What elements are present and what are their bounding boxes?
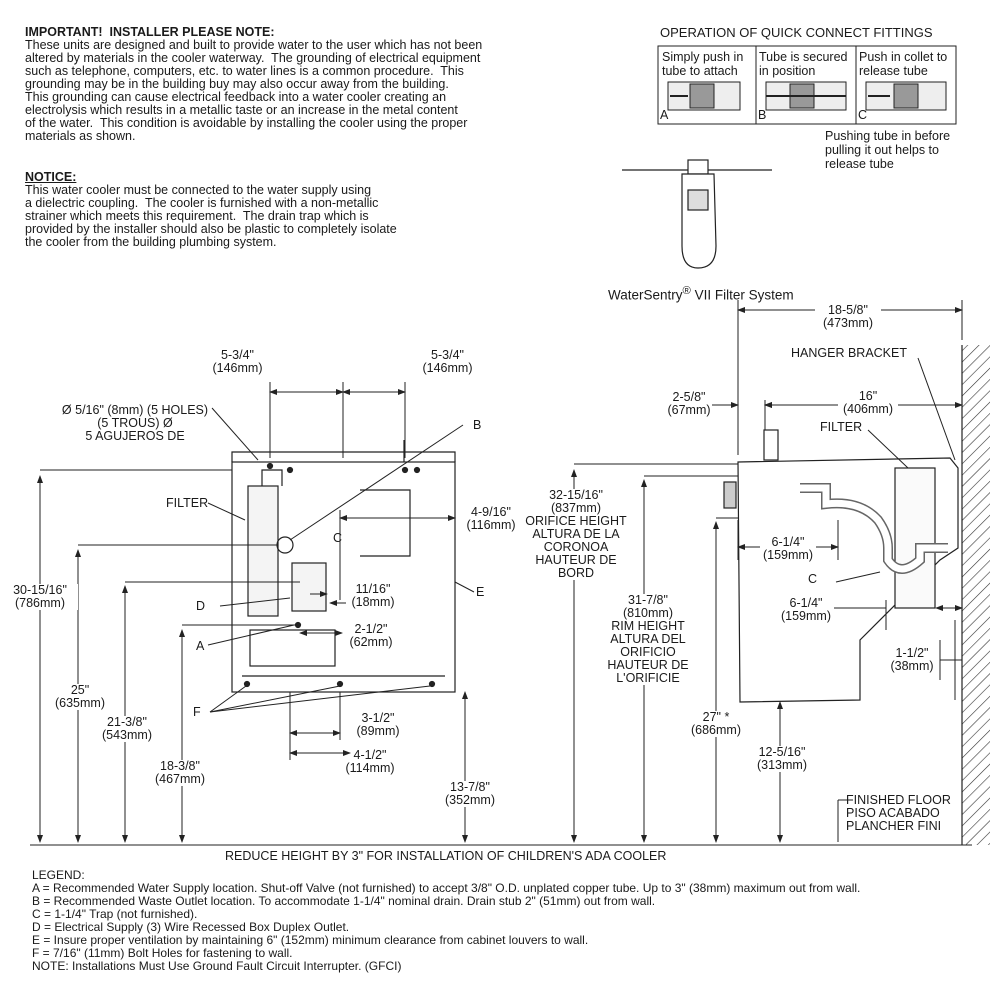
reduce-height-note: REDUCE HEIGHT BY 3" FOR INSTALLATION OF …	[225, 849, 667, 863]
notice-line: a dielectric coupling. The cooler is fur…	[25, 196, 379, 210]
dim-11-16: 11/16" (18mm)	[351, 582, 395, 609]
dim-top-left: 5-3/4" (146mm)	[212, 348, 263, 375]
dim-18-5-8: 18-5/8" (473mm)	[815, 304, 881, 330]
label-b: B	[473, 418, 482, 432]
fitting-c-icon	[865, 81, 947, 111]
qc-cell-a-letter: A	[660, 108, 669, 122]
dim-21-3-8: 21-3/8" (543mm)	[97, 716, 157, 742]
installer-note-line: of the water. This condition is avoidabl…	[25, 116, 468, 130]
dim-3-1-2: 3-1/2" (89mm)	[356, 711, 400, 738]
legend-title: LEGEND:	[32, 868, 85, 882]
filter-system-label: WaterSentry	[608, 287, 683, 303]
qc-cell-c-letter: C	[858, 108, 868, 122]
installer-note-line: electrolysis which results in a metallic…	[25, 103, 458, 117]
dim-27: 27" * (686mm)	[688, 711, 744, 737]
label-filter: FILTER	[166, 496, 209, 510]
label-a: A	[196, 639, 205, 653]
quick-connect-table	[657, 45, 957, 125]
dim-16: 16" (406mm)	[838, 390, 898, 416]
installer-note-line: This grounding can cause electrical feed…	[25, 90, 447, 104]
dim-top-right: 5-3/4" (146mm)	[422, 348, 473, 375]
dim-18-3-8: 18-3/8" (467mm)	[150, 760, 210, 786]
label-c-side: C	[808, 572, 818, 586]
legend-item-c: C = 1-1/4" Trap (not furnished).	[32, 907, 198, 921]
dim-13-7-8: 13-7/8" (352mm)	[440, 781, 500, 807]
installer-note-line: grounding may be in the building buy may…	[25, 77, 449, 91]
legend-item-b: B = Recommended Waste Outlet location. T…	[32, 894, 656, 908]
notice-line: the cooler from the building plumbing sy…	[25, 235, 277, 249]
dim-32-15-16: 32-15/16" (837mm) ORIFICE HEIGHT ALTURA …	[520, 489, 632, 580]
label-f: F	[193, 705, 201, 719]
installer-note-title: IMPORTANT! INSTALLER PLEASE NOTE:	[25, 25, 275, 39]
label-e: E	[476, 585, 485, 599]
label-c-front: C	[333, 531, 343, 545]
dim-2-1-2: 2-1/2" (62mm)	[349, 622, 393, 649]
dim-31-7-8: 31-7/8" (810mm) RIM HEIGHT ALTURA DEL OR…	[600, 594, 696, 685]
filter-system-suffix: VII Filter System	[690, 287, 794, 303]
filter-system-caption: WaterSentry® VII Filter System	[608, 283, 794, 304]
side-view-cooler	[723, 345, 990, 845]
finished-floor-label: FINISHED FLOOR PISO ACABADO PLANCHER FIN…	[846, 793, 951, 833]
label-filter-side: FILTER	[820, 420, 863, 434]
dim-6-1-4-b: 6-1/4" (159mm)	[778, 597, 834, 623]
legend-item-a: A = Recommended Water Supply location. S…	[32, 881, 861, 895]
watersentry-filter-icon	[622, 159, 772, 269]
dim-30-15-16: 30-15/16" (786mm)	[2, 584, 78, 610]
installer-note-line: These units are designed and built to pr…	[25, 38, 483, 52]
dim-4-1-2: 4-1/2" (114mm)	[345, 748, 395, 775]
quick-connect-title: OPERATION OF QUICK CONNECT FITTINGS	[660, 25, 933, 40]
qc-cell-a-text: Simply push in tube to attach	[662, 50, 744, 78]
dim-6-1-4-a: 6-1/4" (159mm)	[760, 536, 816, 562]
fitting-b-icon	[765, 81, 847, 111]
front-view-cabinet	[231, 440, 456, 693]
dim-4-9-16: 4-9/16" (116mm)	[466, 505, 516, 532]
notice-line: provided by the installer should also be…	[25, 222, 397, 236]
legend-item-e: E = Insure proper ventilation by maintai…	[32, 933, 589, 947]
registered-mark: ®	[682, 285, 691, 297]
qc-cell-c-text: Push in collet to release tube	[859, 50, 948, 78]
notice-line: This water cooler must be connected to t…	[25, 183, 372, 197]
installer-note-line: materials as shown.	[25, 129, 136, 143]
notice-line: strainer which meets this requirement. T…	[25, 209, 369, 223]
notice-title: NOTICE:	[25, 170, 77, 184]
legend-item-f: F = 7/16" (11mm) Bolt Holes for fastenin…	[32, 946, 293, 960]
dim-1-1-2: 1-1/2" (38mm)	[890, 646, 934, 673]
legend-note-gfci: NOTE: Installations Must Use Ground Faul…	[32, 959, 402, 973]
qc-cell-b-text: Tube is secured in position	[759, 50, 848, 78]
label-d: D	[196, 599, 206, 613]
holes-label: Ø 5/16" (8mm) (5 HOLES) (5 TROUS) Ø 5 AG…	[61, 403, 209, 443]
fitting-a-icon	[667, 81, 741, 111]
dim-12-5-16: 12-5/16" (313mm)	[752, 746, 812, 772]
qc-footnote: Pushing tube in before pulling it out he…	[825, 129, 951, 171]
dim-25: 25" (635mm)	[52, 684, 108, 710]
dim-2-5-8: 2-5/8" (67mm)	[667, 390, 711, 417]
legend-item-d: D = Electrical Supply (3) Wire Recessed …	[32, 920, 350, 934]
installer-note-line: altered by materials in the cooler water…	[25, 51, 481, 65]
installer-note-line: such as telephone, computers, etc. to wa…	[25, 64, 464, 78]
qc-cell-b-letter: B	[758, 108, 767, 122]
label-hanger-bracket: HANGER BRACKET	[791, 346, 907, 360]
